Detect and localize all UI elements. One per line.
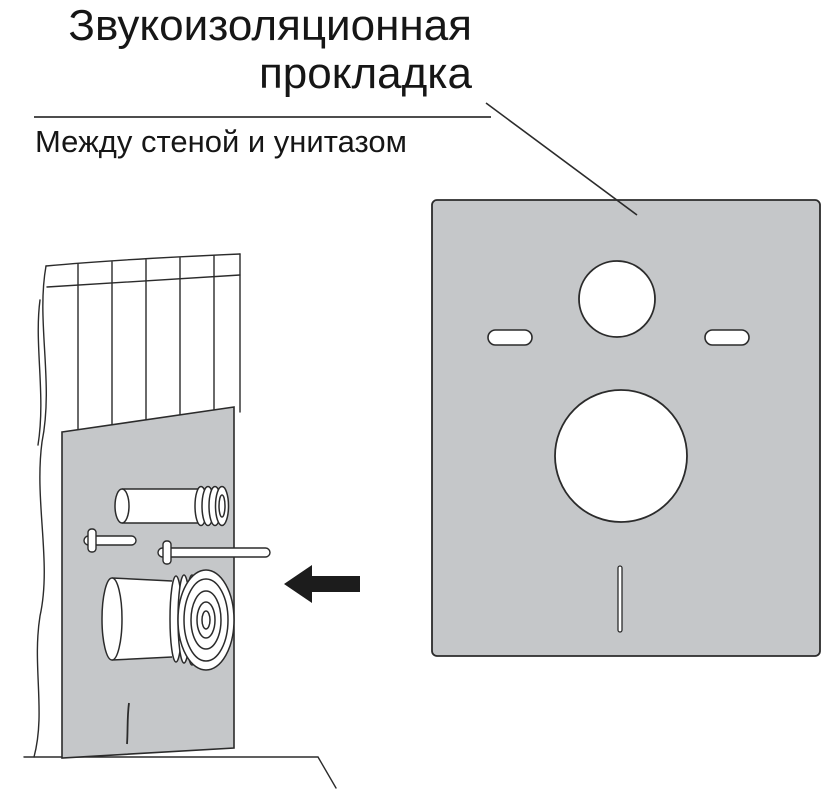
flush-pipe-body	[122, 489, 198, 523]
gasket-slot-right	[704, 329, 750, 346]
gasket-slot-left	[487, 329, 533, 346]
floor-line	[23, 756, 337, 789]
wall-installation-illustration	[23, 253, 337, 789]
pointer-line	[485, 102, 638, 216]
title-underline	[34, 116, 491, 118]
drain-flange-ring	[183, 578, 229, 662]
gasket-hole-top	[578, 260, 656, 338]
page-title: Звукоизоляционная прокладка	[30, 1, 472, 99]
mounting-stud-left-clip	[87, 528, 97, 553]
gasket-product	[431, 199, 821, 657]
drain-pipe-bottom-line	[111, 656, 173, 661]
mounting-stud-left	[83, 535, 137, 546]
gasket-slit	[617, 565, 623, 633]
installed-gasket-slit	[126, 702, 130, 745]
wall-left-torn-edge-2	[37, 299, 42, 446]
mounting-stud-right-clip	[162, 540, 172, 565]
drain-flange-center	[201, 610, 211, 630]
gasket-hole-bottom	[554, 389, 688, 523]
arrow-left-icon	[284, 565, 360, 603]
wall-top-rail	[46, 274, 241, 288]
mounting-stud-right	[157, 547, 271, 558]
subtitle: Между стеной и унитазом	[35, 124, 407, 159]
wall-top-edge	[45, 253, 241, 267]
drain-pipe	[101, 569, 235, 671]
wall-left-torn-edge	[33, 265, 47, 758]
title-line-1: Звукоизоляционная	[68, 1, 472, 50]
mounting-studs	[83, 528, 271, 565]
title-line-2: прокладка	[258, 49, 472, 99]
drain-flange-ring	[190, 590, 222, 650]
drain-pipe-body	[112, 578, 172, 660]
drain-pipe-top-line	[111, 577, 173, 582]
flush-pipe	[114, 485, 230, 527]
drain-flange-outer	[177, 569, 235, 671]
flush-pipe-cap-inner	[218, 494, 226, 518]
drain-pipe-end	[101, 577, 123, 661]
flush-pipe-end	[114, 488, 130, 524]
drain-flange-ring	[196, 601, 216, 639]
